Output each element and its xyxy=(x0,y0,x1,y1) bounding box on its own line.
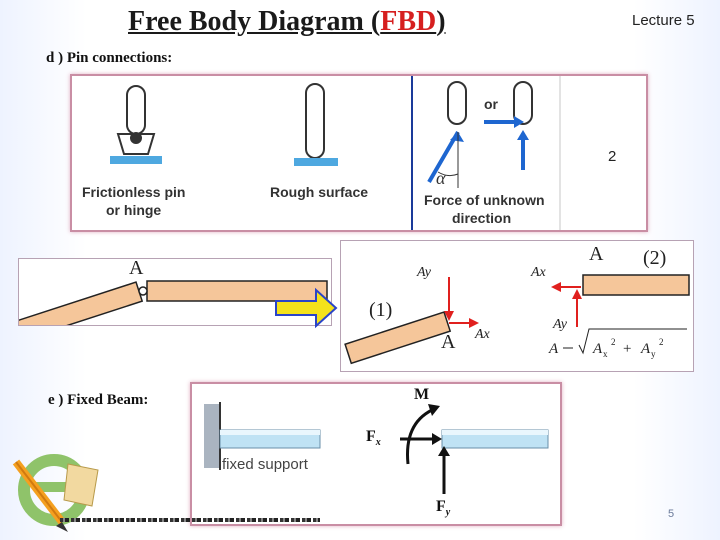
pin-fbd-panel: A A x 2 + A y 2 Ay Ax (1) A Ax A (2) Ay xyxy=(340,240,694,372)
force-label-ax-1: Ax xyxy=(475,327,490,342)
pin-connections-drawing xyxy=(72,76,646,230)
alternate-force-icon xyxy=(484,81,533,170)
direction-label: direction xyxy=(452,210,512,226)
svg-text:+: + xyxy=(623,341,631,357)
resultant-formula: A A x 2 + A y 2 xyxy=(548,328,687,359)
moment-label: M xyxy=(414,386,430,403)
section-fixed-beam: e ) Fixed Beam: xyxy=(48,392,149,408)
svg-text:x: x xyxy=(603,349,608,359)
unknown-force-icon xyxy=(427,81,467,188)
segment-label-2: (2) xyxy=(643,247,667,269)
segment-label-1: (1) xyxy=(369,299,393,321)
force-label-ay-1: Ay xyxy=(417,265,431,280)
force-label-ax-2: Ax xyxy=(531,265,546,280)
case-number: 2 xyxy=(608,148,617,165)
fixed-support-label: fixed support xyxy=(222,456,308,473)
frictionless-pin-label: Frictionless pin xyxy=(82,184,186,200)
svg-text:A: A xyxy=(548,341,559,357)
fixed-beam-drawing xyxy=(204,402,549,494)
joint-label-a-right: A xyxy=(589,243,604,265)
svg-text:2: 2 xyxy=(659,337,664,347)
section-pin-connections: d ) Pin connections: xyxy=(46,50,173,66)
page-title: Free Body Diagram (FBD) xyxy=(128,6,446,37)
pin-hinge-icon xyxy=(110,85,162,164)
unknown-force-label: Force of unknown xyxy=(424,192,545,208)
decorative-underline xyxy=(60,518,320,522)
alpha-label: α xyxy=(436,168,446,188)
lecture-label: Lecture 5 xyxy=(632,12,695,29)
force-label-fy: Fy xyxy=(436,498,451,519)
pinned-beam-drawing xyxy=(19,280,328,325)
page-number: 5 xyxy=(668,508,675,520)
pin-fbd-drawing: A A x 2 + A y 2 xyxy=(344,274,690,365)
force-label-ay-2: Ay xyxy=(553,317,567,332)
svg-text:A: A xyxy=(592,341,603,357)
fixed-beam-panel: fixed support M Fx Fy xyxy=(190,382,562,526)
joint-label-a: A xyxy=(129,257,144,279)
rough-surface-icon xyxy=(294,83,338,166)
rough-surface-label: Rough surface xyxy=(270,184,369,200)
pinned-beam-panel: A xyxy=(18,257,332,326)
force-label-fx: Fx xyxy=(366,428,381,449)
svg-text:y: y xyxy=(651,349,656,359)
svg-text:2: 2 xyxy=(611,337,616,347)
joint-label-a-mid: A xyxy=(441,331,456,353)
hinge-label: or hinge xyxy=(106,202,162,218)
svg-text:A: A xyxy=(640,341,651,357)
pin-connections-panel: Frictionless pin or hinge Rough surface … xyxy=(70,74,648,232)
or-label: or xyxy=(484,96,498,112)
pencil-logo-icon xyxy=(12,454,99,532)
